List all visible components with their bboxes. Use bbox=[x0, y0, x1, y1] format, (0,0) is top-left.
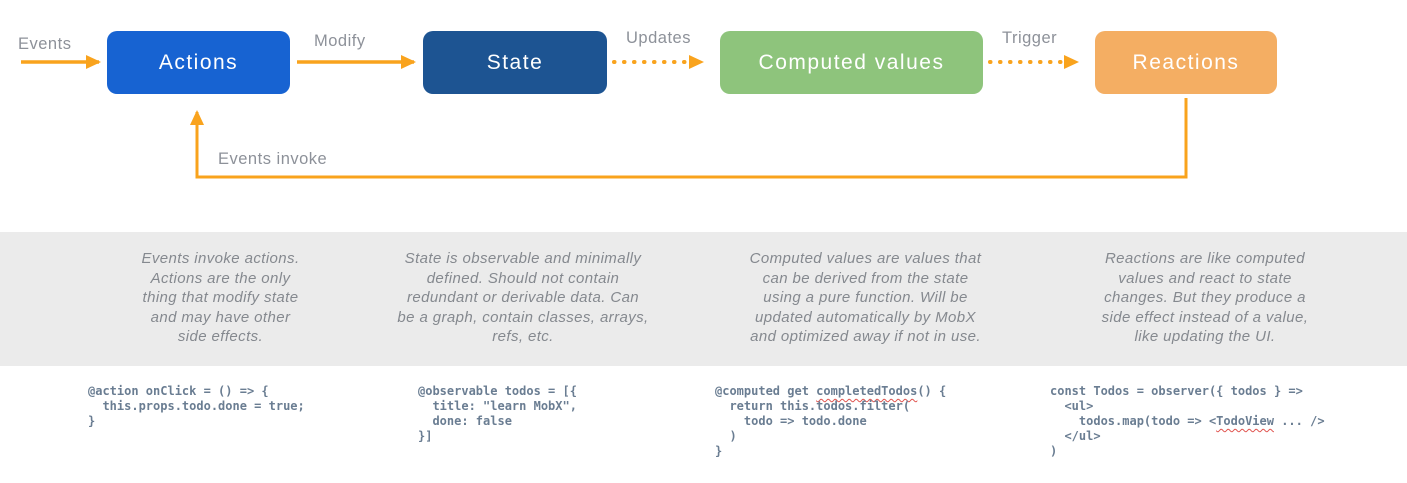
code-line: return this.todos.filter( bbox=[715, 399, 911, 413]
code-line: title: "learn MobX", bbox=[418, 399, 577, 413]
description-reactions: Reactions are like computed values and r… bbox=[1101, 250, 1309, 345]
node-computed-values: Computed values bbox=[720, 31, 983, 94]
description-computed-values: Computed values are values that can be d… bbox=[749, 250, 982, 345]
node-state: State bbox=[423, 31, 607, 94]
code-block-observer: const Todos = observer({ todos } => <ul>… bbox=[1050, 384, 1325, 459]
code-line: ) bbox=[715, 429, 737, 443]
description-state: State is observable and minimally define… bbox=[397, 250, 649, 345]
code-block-action: @action onClick = () => { this.props.tod… bbox=[88, 384, 305, 429]
spellcheck-squiggle-word: TodoView bbox=[1216, 414, 1274, 428]
edge-label-modify: Modify bbox=[314, 32, 366, 50]
edge-label-trigger: Trigger bbox=[1002, 29, 1058, 47]
node-reactions: Reactions bbox=[1095, 31, 1277, 94]
edge-label-events: Events bbox=[18, 35, 72, 53]
code-line: </ul> bbox=[1050, 429, 1101, 443]
code-line: this.props.todo.done = true; bbox=[88, 399, 305, 413]
edge-label-updates: Updates bbox=[626, 29, 691, 47]
code-block-observable: @observable todos = [{ title: "learn Mob… bbox=[418, 384, 577, 444]
code-line: } bbox=[88, 414, 96, 428]
descriptions-band bbox=[0, 232, 1407, 366]
code-line: @observable todos = [{ bbox=[418, 384, 577, 398]
code-line: }] bbox=[418, 429, 433, 443]
description-actions: Events invoke actions. Actions are the o… bbox=[141, 250, 300, 345]
flow-arrows bbox=[21, 55, 1188, 179]
arrow-reactions-feedback-to-actions bbox=[190, 98, 1188, 179]
flow-diagram-area: Actions State Computed values Reactions … bbox=[0, 0, 1407, 232]
code-line: todos.map(todo => <TodoView ... /> bbox=[1050, 414, 1325, 428]
code-line: todo => todo.done bbox=[715, 414, 867, 428]
node-actions: Actions bbox=[107, 31, 290, 94]
code-line: @computed get completedTodos() { bbox=[715, 384, 947, 398]
code-line: done: false bbox=[418, 414, 512, 428]
code-line: const Todos = observer({ todos } => bbox=[1050, 384, 1303, 398]
code-block-computed: @computed get completedTodos() { return … bbox=[715, 384, 946, 459]
code-line: } bbox=[715, 444, 723, 458]
code-line: <ul> bbox=[1050, 399, 1094, 413]
spellcheck-squiggle-word: completedTodos bbox=[816, 384, 918, 398]
code-line: @action onClick = () => { bbox=[88, 384, 269, 398]
code-line: ) bbox=[1050, 444, 1058, 458]
edge-label-events-invoke: Events invoke bbox=[218, 150, 328, 168]
